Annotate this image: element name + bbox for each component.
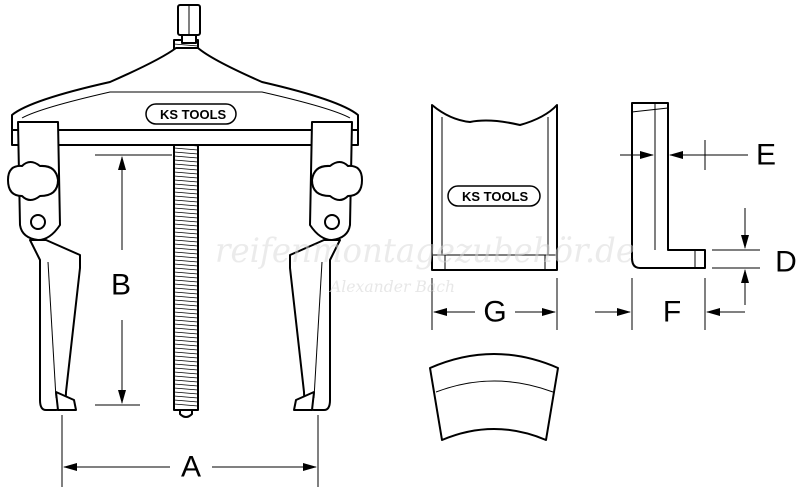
thread-line <box>173 183 199 187</box>
thread-line <box>173 367 199 371</box>
dimension-a: A <box>61 415 319 487</box>
dimension-f: F <box>595 278 745 330</box>
thread-line <box>173 239 199 243</box>
thread-line <box>173 299 199 303</box>
thread-line <box>173 271 199 275</box>
thread-line <box>173 227 199 231</box>
thread-line <box>173 283 199 287</box>
thread-line <box>173 163 199 167</box>
thread-line <box>173 327 199 331</box>
thread-line <box>173 167 199 171</box>
label-g: G <box>483 296 506 329</box>
thread-line <box>173 279 199 283</box>
thread-line <box>173 155 199 159</box>
jaw-front-view: KS TOOLS G <box>431 104 558 330</box>
thread-line <box>173 159 199 163</box>
thread-line <box>173 371 199 375</box>
thread-line <box>173 191 199 195</box>
thread-line <box>173 223 199 227</box>
thread-line <box>173 379 199 383</box>
thread-line <box>173 307 199 311</box>
thread-line <box>173 383 199 387</box>
crossbar <box>11 47 359 146</box>
thread-line <box>173 331 199 335</box>
thread-line <box>173 179 199 183</box>
knob <box>7 161 59 201</box>
thread-line <box>173 403 199 407</box>
jaw-side-view: E D F <box>595 102 797 330</box>
thread-line <box>173 375 199 379</box>
thread-line <box>173 323 199 327</box>
label-d: D <box>775 246 797 279</box>
ks-tools-logo-puller: KS TOOLS <box>145 103 237 125</box>
thread-line <box>173 171 199 175</box>
puller-drawing: KS TOOLS B <box>7 4 363 487</box>
thread-line <box>173 275 199 279</box>
thread-line <box>173 387 199 391</box>
left-arm <box>7 121 81 411</box>
thread-line <box>173 251 199 255</box>
thread-line <box>173 207 199 211</box>
thread-line <box>173 363 199 367</box>
right-arm <box>289 121 363 411</box>
label-f: F <box>663 296 681 329</box>
thread-line <box>173 247 199 251</box>
thread-line <box>173 219 199 223</box>
thread-line <box>173 259 199 263</box>
dimension-g: G <box>431 278 558 330</box>
thread-line <box>173 311 199 315</box>
thread-line <box>173 43 199 47</box>
thread-line <box>173 235 199 239</box>
label-b: B <box>111 269 131 302</box>
thread-line <box>173 187 199 191</box>
ks-tools-logo-jaw: KS TOOLS <box>447 185 541 207</box>
logo-text: KS TOOLS <box>160 107 227 122</box>
thread-line <box>173 343 199 347</box>
thread-line <box>173 339 199 343</box>
thread-line <box>173 319 199 323</box>
thread-line <box>173 175 199 179</box>
watermark-sub: Alexander Bach <box>328 277 455 296</box>
thread-line <box>173 315 199 319</box>
thread-line <box>173 303 199 307</box>
thread-line <box>173 395 199 399</box>
thread-line <box>173 263 199 267</box>
dimension-b: B <box>95 154 172 406</box>
knob <box>311 161 363 201</box>
thread-line <box>173 391 199 395</box>
thread-line <box>173 231 199 235</box>
thread-line <box>173 291 199 295</box>
thread-line <box>173 335 199 339</box>
thread-line <box>173 243 199 247</box>
thread-line <box>173 359 199 363</box>
thread-line <box>173 195 199 199</box>
watermark-main: reifenmontagezubehör.de <box>215 231 635 271</box>
dimension-d: D <box>712 208 797 305</box>
thread-line <box>173 399 199 403</box>
thread-line <box>173 211 199 215</box>
label-a: A <box>181 451 201 484</box>
dimension-e: E <box>620 139 776 172</box>
thread-line <box>173 147 199 151</box>
thread-line <box>173 203 199 207</box>
thread-line <box>173 255 199 259</box>
thread-line <box>173 267 199 271</box>
watermark: reifenmontagezubehör.de Alexander Bach <box>215 231 635 296</box>
thread-line <box>173 215 199 219</box>
thread-line <box>173 355 199 359</box>
thread-line <box>173 295 199 299</box>
thread-line <box>173 351 199 355</box>
label-e: E <box>756 139 776 172</box>
thread-line <box>173 347 199 351</box>
jaw-top-view <box>429 353 559 441</box>
thread-line <box>173 287 199 291</box>
thread-line <box>173 199 199 203</box>
logo-text: KS TOOLS <box>462 189 529 204</box>
thread-line <box>173 151 199 155</box>
